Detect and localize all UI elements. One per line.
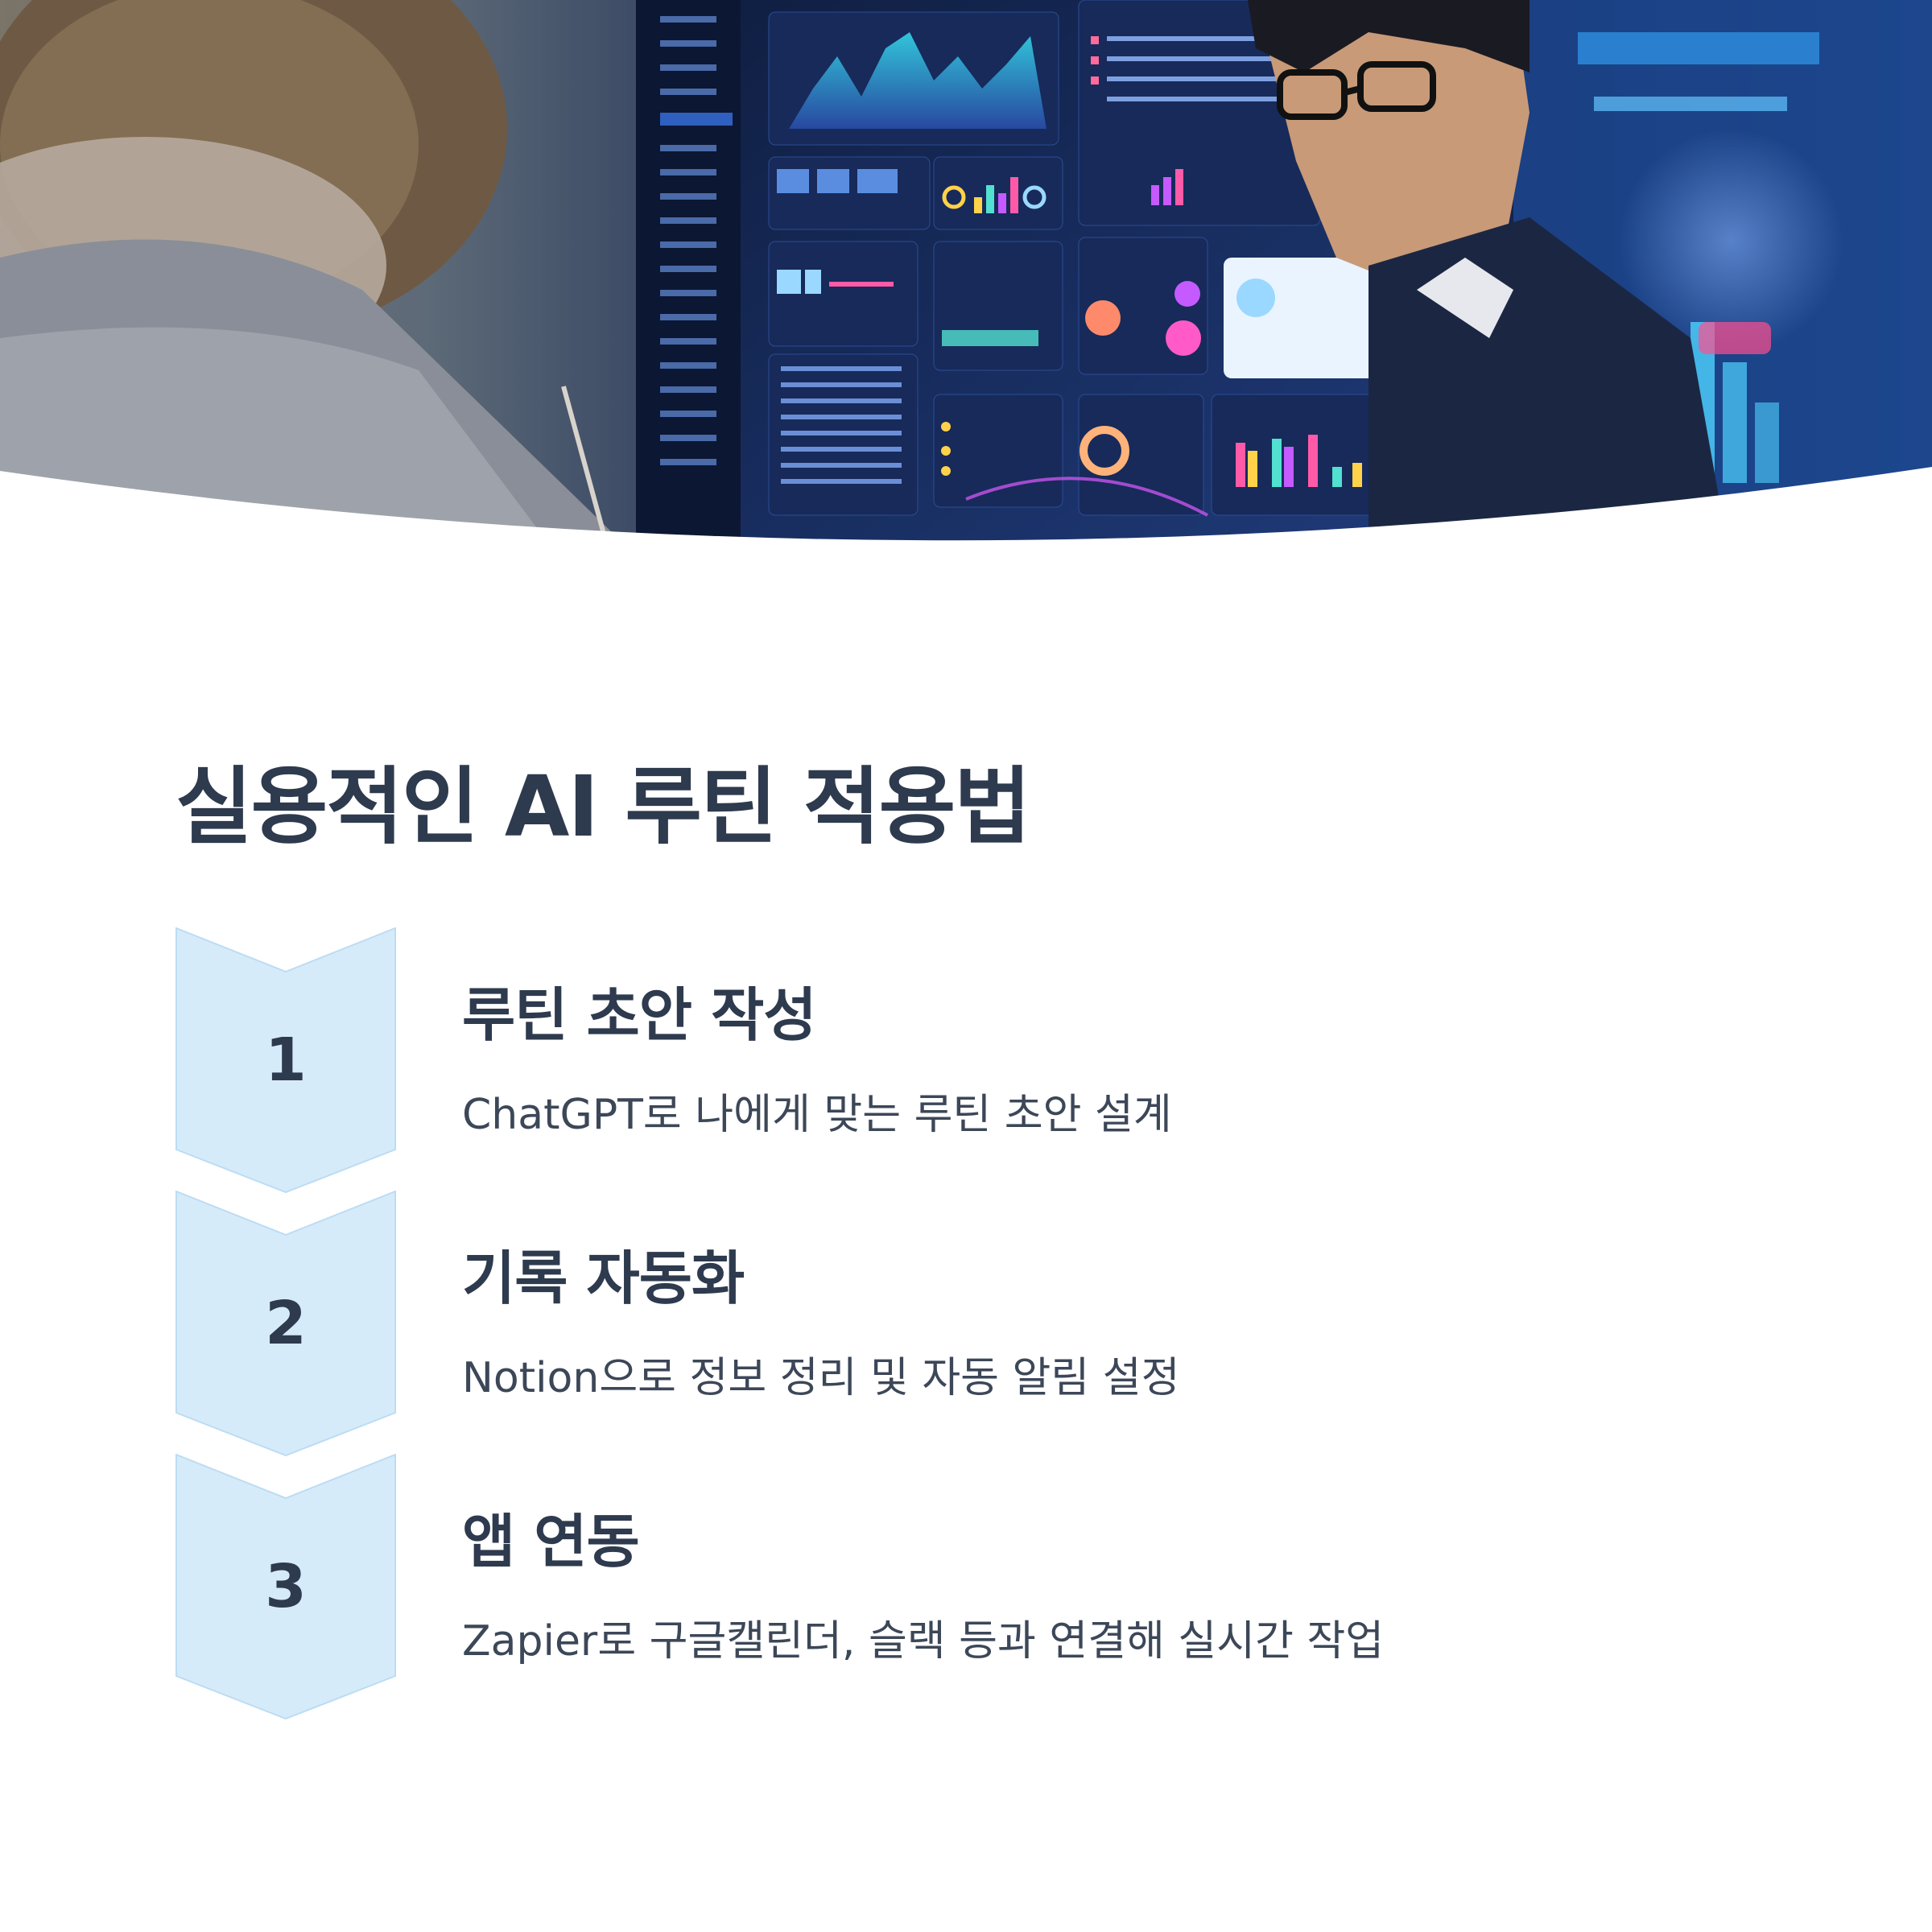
person-with-glasses: [1248, 0, 1731, 564]
step-2: 2 기록 자동화 Notion으로 정보 정리 및 자동 알림 설정: [175, 1191, 1705, 1456]
page-title: 실용적인 AI 루틴 적용법: [175, 758, 1031, 856]
chevron-shape: [175, 1191, 396, 1456]
step-number: 3: [265, 1552, 307, 1621]
step-title: 기록 자동화: [462, 1245, 745, 1312]
step-description: Notion으로 정보 정리 및 자동 알림 설정: [462, 1354, 1180, 1402]
step-description: ChatGPT로 나에게 맞는 루틴 초안 설계: [462, 1091, 1172, 1139]
chevron-shape: [175, 927, 396, 1193]
step-1: 1 루틴 초안 작성 ChatGPT로 나에게 맞는 루틴 초안 설계: [175, 927, 1705, 1193]
hero-image: [0, 0, 1932, 564]
chevron-shape: [175, 1454, 396, 1719]
step-3: 3 앱 연동 Zapier로 구글캘린더, 슬랙 등과 연결해 실시간 작업: [175, 1454, 1705, 1719]
step-description: Zapier로 구글캘린더, 슬랙 등과 연결해 실시간 작업: [462, 1617, 1385, 1666]
step-title: 루틴 초안 작성: [462, 981, 817, 1049]
step-number: 2: [265, 1289, 307, 1358]
step-number: 1: [265, 1026, 307, 1095]
step-title: 앱 연동: [462, 1508, 640, 1575]
